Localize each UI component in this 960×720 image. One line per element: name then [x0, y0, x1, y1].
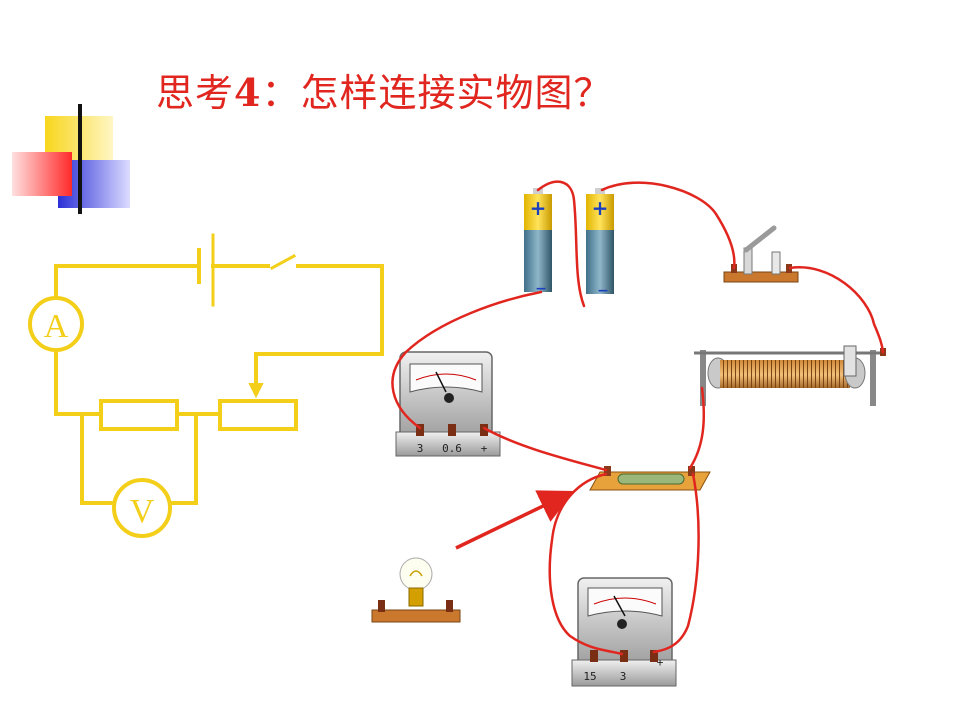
- voltmeter-terminal-3: 3: [620, 670, 627, 683]
- rheostat-slider[interactable]: [843, 345, 857, 377]
- rheostat-symbol: [218, 399, 298, 431]
- ammeter-terminal-3: 3: [417, 442, 424, 455]
- wire-ammeter-resistor[interactable]: [482, 426, 608, 472]
- battery-2-plus: +: [592, 196, 609, 220]
- voltmeter-letter: V: [130, 493, 155, 530]
- battery-cell-2[interactable]: + −: [586, 188, 614, 299]
- title-suffix: ：怎样连接实物图？: [261, 71, 613, 115]
- fixed-resistor[interactable]: [589, 466, 711, 491]
- slide-title: 思考4：怎样连接实物图？: [156, 62, 612, 117]
- ammeter-symbol: [28, 296, 84, 352]
- knife-switch[interactable]: [723, 225, 799, 283]
- ammeter-terminal-plus: +: [481, 442, 488, 455]
- switch-blade: [269, 253, 297, 271]
- schematic-wire-left: [54, 352, 103, 416]
- sliding-rheostat[interactable]: [694, 345, 886, 406]
- voltmeter-terminal-plus: +: [657, 656, 664, 669]
- battery-2-minus: −: [597, 283, 609, 299]
- ammeter-device[interactable]: 3 0.6 +: [395, 351, 501, 457]
- voltmeter-branch-right: [170, 412, 198, 505]
- wire-battery1-ammeter[interactable]: [391, 290, 543, 430]
- ammeter-letter: A: [44, 308, 69, 345]
- deco-red-square: [12, 152, 72, 196]
- wire-rheostat-resistor[interactable]: [688, 386, 706, 470]
- wire-battery1-battery2[interactable]: [536, 180, 586, 308]
- battery-1-minus: −: [535, 281, 547, 297]
- schematic-wire-right: [254, 264, 384, 393]
- battery-1-plus: +: [530, 196, 547, 220]
- switch-lever[interactable]: [743, 225, 777, 253]
- deco-vertical-bar: [78, 104, 82, 214]
- title-number: 4: [234, 70, 262, 115]
- rheostat-coil: [720, 360, 850, 388]
- schematic-wire-top-left: [54, 264, 201, 298]
- ammeter-terminal-0-6: 0.6: [442, 442, 462, 455]
- pointer-arrow: [455, 490, 575, 550]
- voltmeter-branch-left: [80, 412, 114, 505]
- battery-cell-1[interactable]: + −: [524, 188, 552, 297]
- voltmeter-device[interactable]: 15 3 +: [571, 577, 677, 687]
- voltmeter-terminal-15: 15: [583, 670, 596, 683]
- light-bulb[interactable]: [371, 557, 461, 623]
- wire-battery2-switch[interactable]: [600, 181, 736, 270]
- rheostat-slider-arrow: [248, 383, 264, 399]
- wire-resistor-voltmeter-plus[interactable]: [652, 472, 700, 654]
- title-prefix: 思考: [156, 71, 235, 115]
- wire-switch-rheostat[interactable]: [788, 266, 885, 354]
- voltmeter-symbol: [112, 478, 172, 538]
